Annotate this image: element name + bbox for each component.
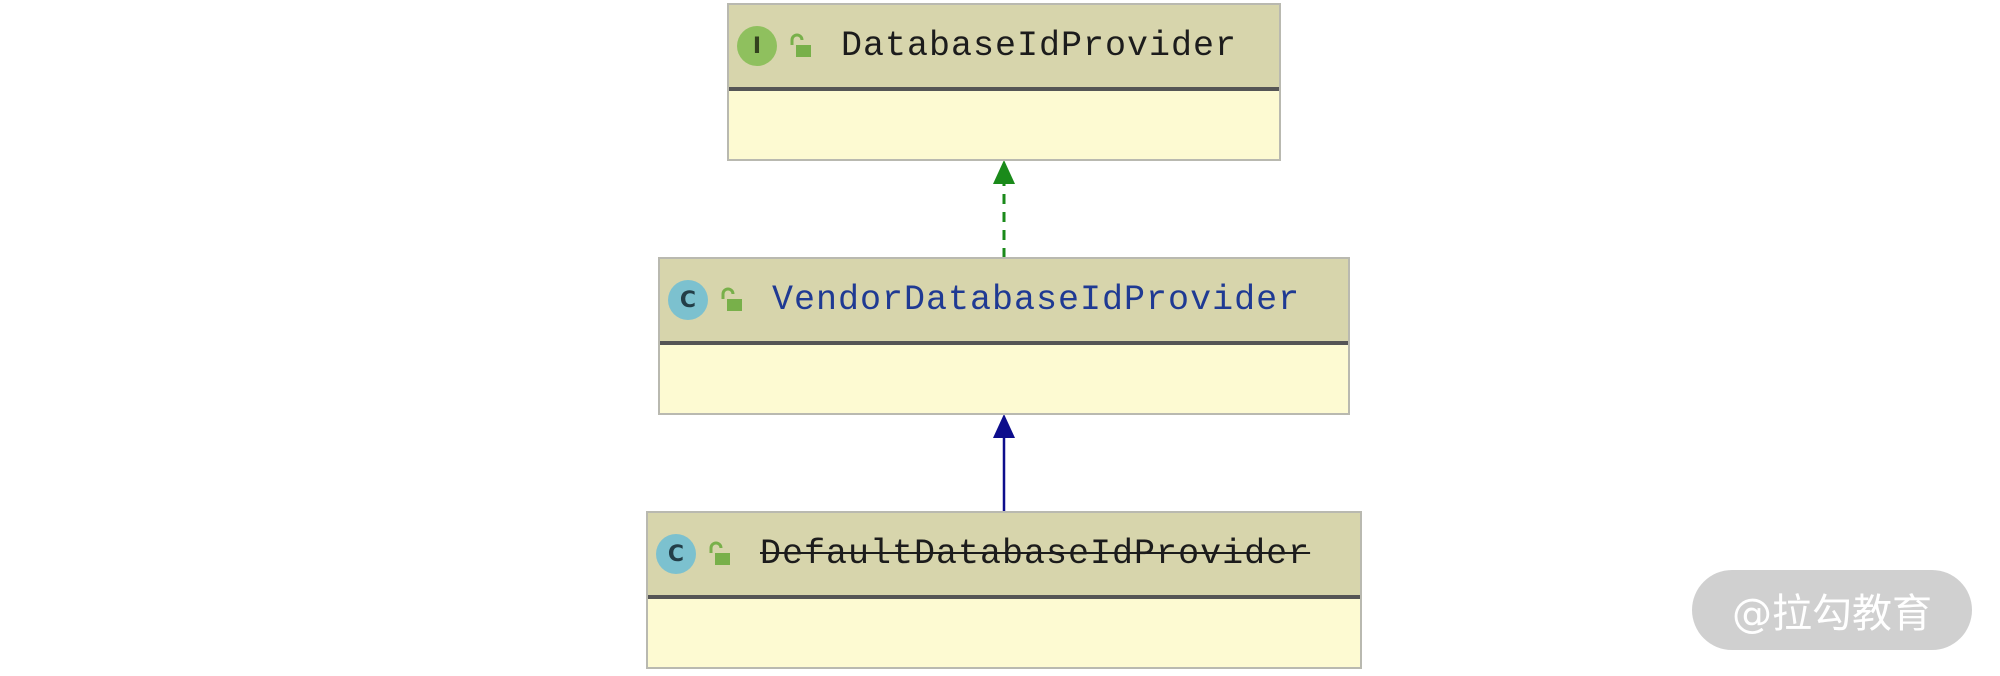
extends-arrowhead bbox=[993, 414, 1015, 438]
unlock-icon bbox=[721, 287, 742, 311]
node-members bbox=[660, 345, 1348, 415]
class-node-default-database-id-provider[interactable]: C DefaultDatabaseIdProvider bbox=[646, 511, 1362, 669]
unlock-icon bbox=[790, 33, 811, 57]
interface-icon: I bbox=[737, 26, 777, 66]
implements-arrowhead bbox=[993, 160, 1015, 184]
node-header: C VendorDatabaseIdProvider bbox=[660, 259, 1348, 345]
interface-node-database-id-provider[interactable]: I DatabaseIdProvider bbox=[727, 3, 1281, 161]
node-name: VendorDatabaseIdProvider bbox=[772, 280, 1301, 320]
class-node-vendor-database-id-provider[interactable]: C VendorDatabaseIdProvider bbox=[658, 257, 1350, 415]
watermark-logo: @拉勾教育 bbox=[1692, 570, 1972, 650]
class-icon: C bbox=[656, 534, 696, 574]
node-members bbox=[729, 91, 1279, 161]
unlock-icon bbox=[709, 541, 730, 565]
class-icon: C bbox=[668, 280, 708, 320]
node-header: I DatabaseIdProvider bbox=[729, 5, 1279, 91]
node-name: DefaultDatabaseIdProvider bbox=[760, 534, 1311, 574]
node-name: DatabaseIdProvider bbox=[841, 26, 1238, 66]
node-members bbox=[648, 599, 1360, 669]
node-header: C DefaultDatabaseIdProvider bbox=[648, 513, 1360, 599]
